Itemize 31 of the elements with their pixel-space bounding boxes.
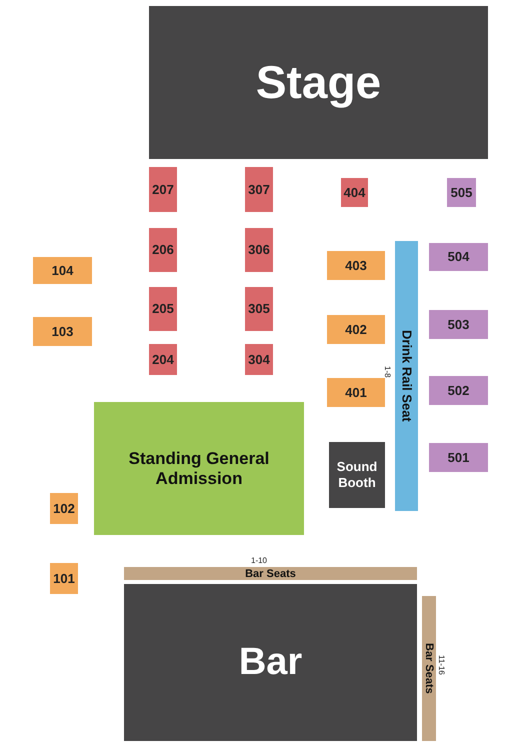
seating-section: 101: [50, 563, 78, 594]
seating-section: 304: [245, 344, 273, 375]
seating-section: 505: [447, 178, 476, 207]
seat-range-label: 11-16: [437, 655, 446, 675]
seating-section: 401: [327, 378, 385, 407]
seating-section: 504: [429, 243, 488, 271]
bar-seats: Bar Seats: [422, 596, 436, 741]
drink-rail: Drink Rail Seat: [395, 241, 418, 511]
stage-area: Stage: [149, 6, 488, 159]
seating-section: 204: [149, 344, 177, 375]
bar-area: Bar: [124, 584, 417, 741]
seating-section: 404: [341, 178, 368, 207]
seating-section: 402: [327, 315, 385, 344]
seating-section: 503: [429, 310, 488, 339]
seat-range-label: 1-10: [251, 556, 267, 565]
seating-section: 206: [149, 228, 177, 272]
standing-area: Standing General Admission: [94, 402, 304, 535]
seating-section: 207: [149, 167, 177, 212]
seating-section: 104: [33, 257, 92, 284]
sound-booth: Sound Booth: [329, 442, 385, 508]
seating-section: 306: [245, 228, 273, 272]
bar-seats: Bar Seats: [124, 567, 417, 580]
seating-section: 307: [245, 167, 273, 212]
seating-section: 501: [429, 443, 488, 472]
seating-section: 502: [429, 376, 488, 405]
seating-section: 103: [33, 317, 92, 346]
seating-section: 205: [149, 287, 177, 331]
seating-section: 305: [245, 287, 273, 331]
seating-section: 102: [50, 493, 78, 524]
seat-range-label: 1-8: [383, 366, 392, 378]
seating-section: 403: [327, 251, 385, 280]
